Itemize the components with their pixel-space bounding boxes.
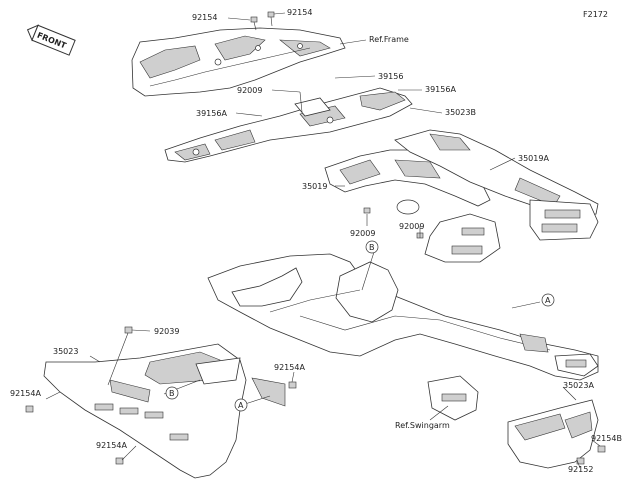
callout-a-cover: A xyxy=(234,398,248,412)
label-92152: 92152 xyxy=(568,465,593,474)
label-35019A: 35019A xyxy=(518,154,549,163)
bracket-35023B xyxy=(164,87,413,163)
bolt-92009-mid-left xyxy=(363,207,371,214)
bolt-92154B xyxy=(597,445,606,453)
bolt-92154A-mid xyxy=(288,381,297,389)
callout-b-cover: B xyxy=(165,386,179,400)
label-92154-left: 92154 xyxy=(192,13,217,22)
label-92039: 92039 xyxy=(154,327,179,336)
label-39156A-top: 39156A xyxy=(425,85,456,94)
bracket-center xyxy=(424,213,501,263)
cover-35023 xyxy=(43,343,286,479)
frame-assembly xyxy=(131,27,346,97)
label-ref-frame: Ref.Frame xyxy=(369,35,409,44)
label-92154A-left: 92154A xyxy=(10,389,41,398)
ring-part xyxy=(396,199,420,215)
label-35023B: 35023B xyxy=(445,108,476,117)
label-39156: 39156 xyxy=(378,72,403,81)
label-39156A-left: 39156A xyxy=(196,109,227,118)
svg-text:B: B xyxy=(169,389,175,398)
bolt-92154-left xyxy=(250,16,258,31)
label-92154B: 92154B xyxy=(591,434,622,443)
svg-text:B: B xyxy=(369,243,375,252)
callout-a-swingarm: A xyxy=(541,293,555,307)
label-ref-swingarm: Ref.Swingarm xyxy=(395,421,450,430)
label-92009-top: 92009 xyxy=(237,86,262,95)
label-92154A-mid: 92154A xyxy=(274,363,305,372)
bolt-92154A-bottom xyxy=(115,457,124,465)
swingarm-bracket xyxy=(427,375,479,421)
swingarm xyxy=(207,253,599,381)
leader-lines xyxy=(45,12,601,469)
callout-b-top: B xyxy=(365,240,379,254)
cover-35023A xyxy=(507,399,599,469)
front-arrow-icon: FRONT xyxy=(26,24,76,56)
bolt-92039 xyxy=(124,326,133,334)
diagram-id: F2172 xyxy=(583,10,608,19)
bracket-right xyxy=(529,199,599,241)
svg-text:A: A xyxy=(238,401,244,410)
bolt-92154-right xyxy=(267,11,275,27)
label-92154-right: 92154 xyxy=(287,8,312,17)
bolt-92152 xyxy=(576,457,585,465)
label-35023: 35023 xyxy=(53,347,78,356)
label-92009-mid-right: 92009 xyxy=(399,222,424,231)
guard-35019A xyxy=(394,129,599,219)
svg-text:A: A xyxy=(545,296,551,305)
bolt-92154A-left xyxy=(25,405,34,413)
label-92009-mid-left: 92009 xyxy=(350,229,375,238)
label-35019: 35019 xyxy=(302,182,327,191)
label-92154A-bottom: 92154A xyxy=(96,441,127,450)
label-35023A: 35023A xyxy=(563,381,594,390)
